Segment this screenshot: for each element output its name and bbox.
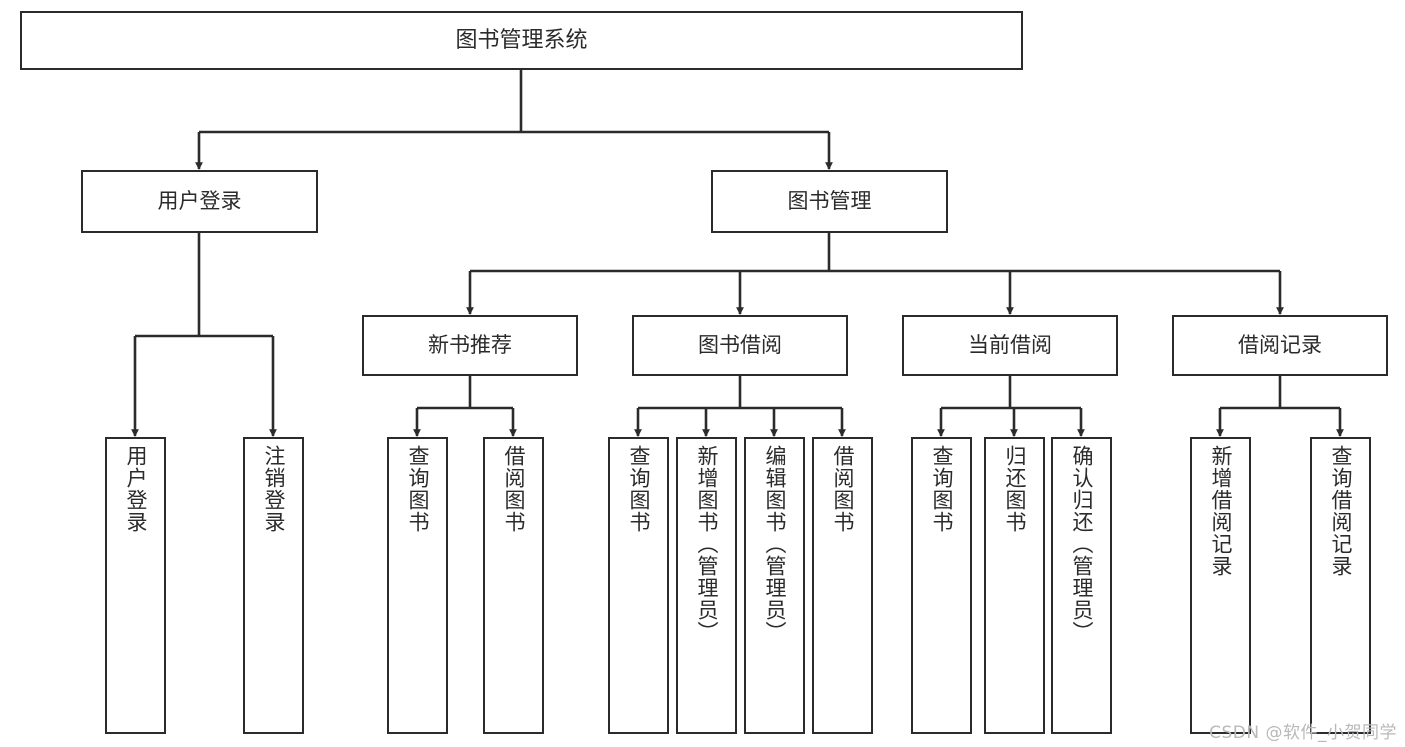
node-leaf_query_book_2[interactable]: 查询图书 xyxy=(608,437,669,734)
node-label: 查询图书 xyxy=(627,445,651,533)
node-label: 借阅图书 xyxy=(502,445,526,533)
node-current_borrow[interactable]: 当前借阅 xyxy=(902,315,1118,376)
node-user_login[interactable]: 用户登录 xyxy=(81,170,318,233)
node-leaf_return_book[interactable]: 归还图书 xyxy=(984,437,1045,734)
node-label: 编辑图书（管理员） xyxy=(763,445,787,643)
node-label: 查询借阅记录 xyxy=(1329,445,1353,577)
node-leaf_edit_book[interactable]: 编辑图书（管理员） xyxy=(744,437,805,734)
node-leaf_user_login[interactable]: 用户登录 xyxy=(105,437,166,734)
node-label: 图书管理系统 xyxy=(455,27,588,53)
node-leaf_borrow_book_2[interactable]: 借阅图书 xyxy=(812,437,873,734)
node-label: 借阅记录 xyxy=(1238,333,1322,358)
edge-group xyxy=(131,70,1344,438)
node-leaf_query_book_3[interactable]: 查询图书 xyxy=(911,437,972,734)
node-borrow_record[interactable]: 借阅记录 xyxy=(1172,315,1388,376)
node-leaf_logout[interactable]: 注销登录 xyxy=(243,437,304,734)
node-leaf_confirm_return[interactable]: 确认归还（管理员） xyxy=(1051,437,1112,734)
node-label: 确认归还（管理员） xyxy=(1070,445,1094,643)
node-leaf_add_record[interactable]: 新增借阅记录 xyxy=(1190,437,1251,734)
node-book_manage[interactable]: 图书管理 xyxy=(711,170,948,233)
node-root[interactable]: 图书管理系统 xyxy=(20,11,1023,70)
node-label: 图书管理 xyxy=(787,189,872,214)
node-leaf_borrow_book_1[interactable]: 借阅图书 xyxy=(483,437,544,734)
node-label: 用户登录 xyxy=(124,445,148,533)
node-leaf_add_book[interactable]: 新增图书（管理员） xyxy=(676,437,737,734)
node-label: 当前借阅 xyxy=(968,333,1052,358)
node-leaf_query_book_1[interactable]: 查询图书 xyxy=(387,437,448,734)
watermark-label: CSDN @软件_小贺同学 xyxy=(1209,723,1397,743)
node-label: 归还图书 xyxy=(1003,445,1027,533)
node-label: 查询图书 xyxy=(406,445,430,533)
node-label: 查询图书 xyxy=(930,445,954,533)
node-label: 新书推荐 xyxy=(428,333,512,358)
node-label: 新增图书（管理员） xyxy=(695,445,719,643)
node-label: 注销登录 xyxy=(262,445,286,533)
node-label: 借阅图书 xyxy=(831,445,855,533)
node-book_borrow[interactable]: 图书借阅 xyxy=(632,315,848,376)
node-new_book_rec[interactable]: 新书推荐 xyxy=(362,315,578,376)
node-label: 图书借阅 xyxy=(698,333,782,358)
node-label: 新增借阅记录 xyxy=(1209,445,1233,577)
node-leaf_query_record[interactable]: 查询借阅记录 xyxy=(1310,437,1371,734)
node-label: 用户登录 xyxy=(157,189,242,214)
